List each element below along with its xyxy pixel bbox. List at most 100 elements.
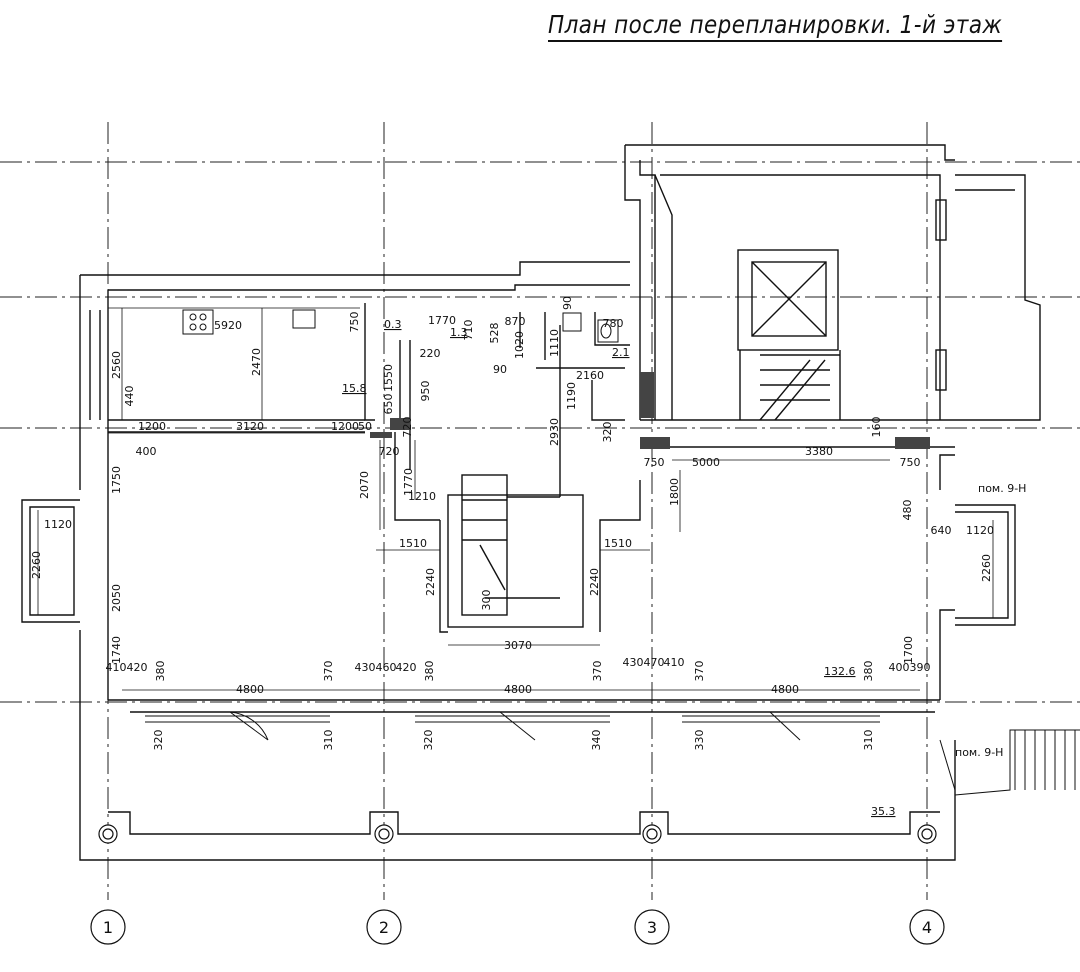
dim-text: 390 [910,661,931,674]
dim-text: 90 [561,296,574,310]
dim-text: 160 [870,417,883,438]
axis-bubbles [90,909,945,945]
right-bay [955,504,1016,626]
dim-text: 1770 [428,314,456,327]
dim-text: 2240 [424,568,437,596]
dim-text: 5920 [214,319,242,332]
dim-text: 2240 [588,568,601,596]
area-labels: 15.8 132.6 35.3 0.3 1.3 2.1 [342,318,896,818]
dim-text: 2930 [548,418,561,446]
dim-text: 5000 [692,456,720,469]
dim-text: 420 [396,661,417,674]
axis-bubble-1 [90,909,126,945]
dim-text: 380 [154,661,167,682]
dim-text: 440 [123,386,136,407]
doors [229,711,956,791]
dim-text: 720 [401,417,414,438]
dim-text: 4800 [236,683,264,696]
dim-text: 1120 [44,518,72,531]
dim-text: 1190 [565,382,578,410]
dim-text: 780 [603,317,624,330]
area-kitchen: 15.8 [342,382,367,395]
grid-lines [0,122,1080,900]
walls [79,144,1041,861]
dim-text: 1020 [513,331,526,359]
dim-text: 4800 [771,683,799,696]
plan-title: План после перепланировки. 1-й этаж [548,10,1003,42]
dimension-texts-h: 5920 1770 870 780 220 90 2160 1200 3120 … [44,314,994,696]
dim-text: 1770 [402,468,415,496]
dim-text: 470 [644,656,665,669]
axis-bubble-4 [909,909,945,945]
area-wc: 2.1 [612,346,630,359]
dim-text: 1700 [902,636,915,664]
dim-text: 1510 [604,537,632,550]
dim-text: 1800 [668,478,681,506]
dim-text: 528 [488,323,501,344]
dim-text: 400 [889,661,910,674]
dim-text: 1110 [548,329,561,357]
dim-text: 370 [693,661,706,682]
dim-text: 2160 [576,369,604,382]
dim-text: 950 [419,381,432,402]
dim-text: 3380 [805,445,833,458]
dim-text: 220 [420,347,441,360]
room-label-9h-upper: пом. 9-Н [978,482,1026,495]
axis-bubble-3 [634,909,670,945]
dim-text: 330 [693,730,706,751]
area-hall: 132.6 [824,665,856,678]
room-label-9h-lower: пом. 9-Н [955,746,1003,759]
windows [145,715,880,723]
axis-label-1: 1 [103,918,113,937]
area-corridor: 0.3 [384,318,402,331]
dim-text: 370 [591,661,604,682]
kitchen-fixtures [182,309,619,343]
dim-text: 650 [382,394,395,415]
dim-text: 1210 [408,490,436,503]
dim-text: 320 [152,730,165,751]
dim-text: 460 [376,661,397,674]
dim-text: 4800 [504,683,532,696]
area-bath: 1.3 [450,326,468,339]
axis-label-4: 4 [922,918,932,937]
axis-bubble-2 [366,909,402,945]
dim-text: 710 [462,320,475,341]
dim-text: 370 [322,661,335,682]
dim-text: 410 [664,656,685,669]
dim-text: 870 [505,315,526,328]
dim-text: 750 [348,312,361,333]
dim-text: 1200 [138,420,166,433]
dim-text: 2050 [110,584,123,612]
left-bay [21,310,101,623]
dim-text: 2560 [110,351,123,379]
dimension-lines [37,307,994,701]
dim-text: 750 [644,456,665,469]
dim-text: 400 [136,445,157,458]
dim-text: 310 [862,730,875,751]
dim-text: 300 [480,590,493,611]
dim-text: 1550 [382,364,395,392]
dim-text: 2470 [250,348,263,376]
dim-text: 90 [493,363,507,376]
dim-text: 310 [322,730,335,751]
wall-poche [370,372,930,449]
axis-label-2: 2 [379,918,389,937]
dim-text: 2260 [30,551,43,579]
dim-text: 2260 [980,554,993,582]
entrance-stair [954,729,1080,796]
dim-text: 410 [106,661,127,674]
dim-text: 2070 [358,471,371,499]
dim-text: 430 [355,661,376,674]
dim-text: 420 [127,661,148,674]
dim-text: 720 [379,445,400,458]
dim-text: 750 [900,456,921,469]
dim-text: 3070 [504,639,532,652]
dim-text: 3120 [236,420,264,433]
dim-text: 340 [590,730,603,751]
columns [98,824,937,844]
dim-text: 480 [901,500,914,521]
dim-text: 1750 [110,466,123,494]
dim-text: 320 [422,730,435,751]
area-terrace: 35.3 [871,805,896,818]
